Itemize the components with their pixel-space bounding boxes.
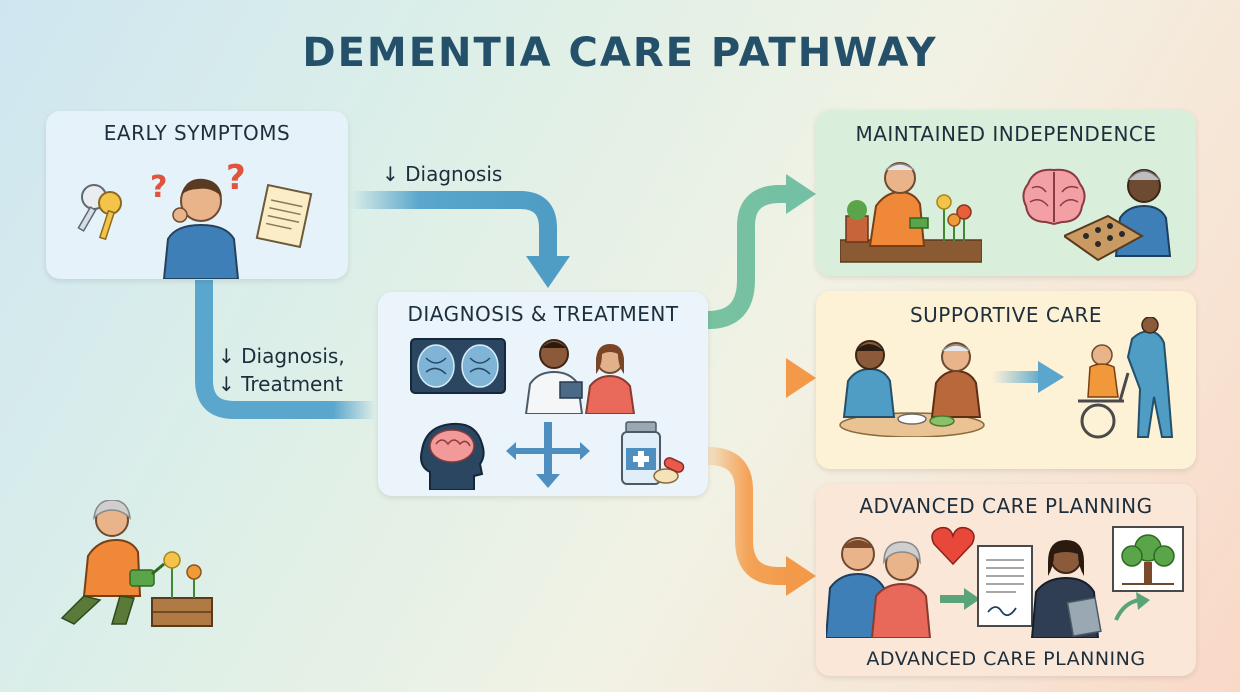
couple-icon xyxy=(826,537,932,638)
node-maintained-independence: MAINTAINED INDEPENDENCE xyxy=(816,110,1196,276)
small-arrow-icon xyxy=(940,588,980,610)
node-diagnosis-treatment: DIAGNOSIS & TREATMENT xyxy=(378,292,708,496)
node-title: EARLY SYMPTOMS xyxy=(103,121,291,145)
edge-label-diagnosis-treatment-1: ↓ Diagnosis, xyxy=(218,344,345,368)
svg-text:?: ? xyxy=(226,159,246,198)
edge-label-diagnosis-treatment-2: ↓ Treatment xyxy=(218,372,343,396)
confused-person-icon: ? ? xyxy=(150,159,246,279)
watering-flowers-elder-icon xyxy=(60,500,213,627)
arrow-early-left-down xyxy=(195,280,376,419)
brain-scan-icon xyxy=(410,338,506,394)
right-arrow-icon xyxy=(992,361,1064,393)
arrow-to-supportive xyxy=(708,358,816,398)
node-title: MAINTAINED INDEPENDENCE xyxy=(855,122,1157,146)
edge-label-diagnosis: ↓ Diagnosis xyxy=(382,162,503,186)
brain-icon xyxy=(1022,168,1086,226)
family-tree-icon xyxy=(1112,526,1184,592)
advisor-icon xyxy=(1030,540,1102,638)
page-title: DEMENTIA CARE PATHWAY xyxy=(302,30,938,76)
arrow-early-to-diagnosis xyxy=(350,191,570,288)
node-early-symptoms: EARLY SYMPTOMS ? ? xyxy=(46,111,348,279)
chess-player-icon xyxy=(1064,169,1172,262)
notepad-icon xyxy=(255,183,313,249)
medication-icon xyxy=(621,421,685,485)
doctor-patient-icon xyxy=(524,339,636,414)
keys-icon xyxy=(77,184,122,241)
mealtime-care-icon xyxy=(839,340,985,437)
node-title: DIAGNOSIS & TREATMENT xyxy=(407,302,679,326)
arrow-to-advanced xyxy=(707,447,816,596)
curved-arrow-icon xyxy=(1114,592,1150,621)
heart-icon xyxy=(931,526,975,566)
brain-head-icon xyxy=(420,422,485,490)
node-title: ADVANCED CARE PLANNING xyxy=(859,494,1153,518)
wheelchair-care-icon xyxy=(1078,317,1174,439)
signed-document-icon xyxy=(977,545,1033,627)
gardening-elder-icon xyxy=(840,162,982,263)
arrow-to-independence xyxy=(707,174,816,329)
branching-arrows-icon xyxy=(506,422,590,488)
node-title: SUPPORTIVE CARE xyxy=(909,303,1103,327)
svg-text:?: ? xyxy=(150,170,167,205)
node-footer-title: ADVANCED CARE PLANNING xyxy=(866,648,1146,670)
node-supportive-care: SUPPORTIVE CARE xyxy=(816,291,1196,469)
node-advanced-care-planning: ADVANCED CARE PLANNING xyxy=(816,484,1196,676)
